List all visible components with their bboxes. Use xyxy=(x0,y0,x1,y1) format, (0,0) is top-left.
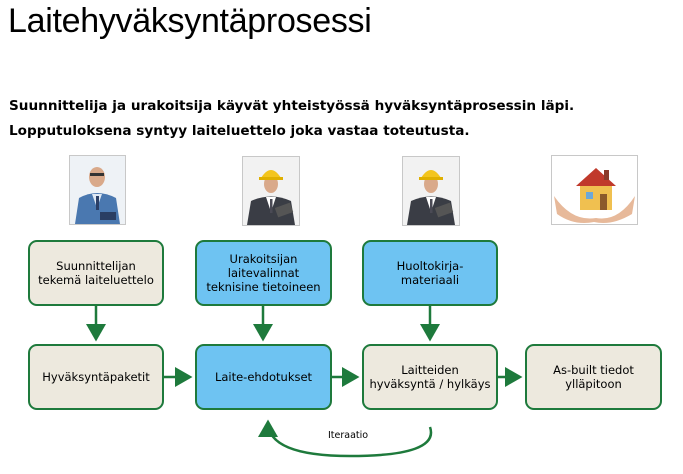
contractor-hardhat-photo xyxy=(402,156,460,226)
iteration-loop-arrow xyxy=(258,419,433,458)
intro-text: Suunnittelija ja urakoitsija käyvät yhte… xyxy=(9,94,574,144)
approval-packages-box: Hyväksyntäpaketit xyxy=(28,344,164,410)
contractor-device-choices-box: Urakoitsijan laitevalinnat teknisine tie… xyxy=(195,240,332,306)
house-in-hands-photo xyxy=(551,155,638,225)
device-proposals-box: Laite-ehdotukset xyxy=(195,344,332,410)
iteration-label: Iteraatio xyxy=(328,430,369,441)
maintenance-material-box: Huoltokirja-materiaali xyxy=(362,240,498,306)
designer-person-photo xyxy=(69,155,126,225)
device-approval-rejection-box: Laitteiden hyväksyntä / hylkäys xyxy=(362,344,498,410)
as-built-data-box: As-built tiedot ylläpitoon xyxy=(525,344,662,410)
intro-line-1: Suunnittelija ja urakoitsija käyvät yhte… xyxy=(9,98,575,114)
intro-line-2: Lopputuloksena syntyy laiteluettelo joka… xyxy=(9,123,470,139)
designer-device-list-box: Suunnittelijan tekemä laiteluettelo xyxy=(28,240,164,306)
page-title: Laitehyväksyntäprosessi xyxy=(8,2,372,40)
contractor-hardhat-photo xyxy=(242,156,300,226)
